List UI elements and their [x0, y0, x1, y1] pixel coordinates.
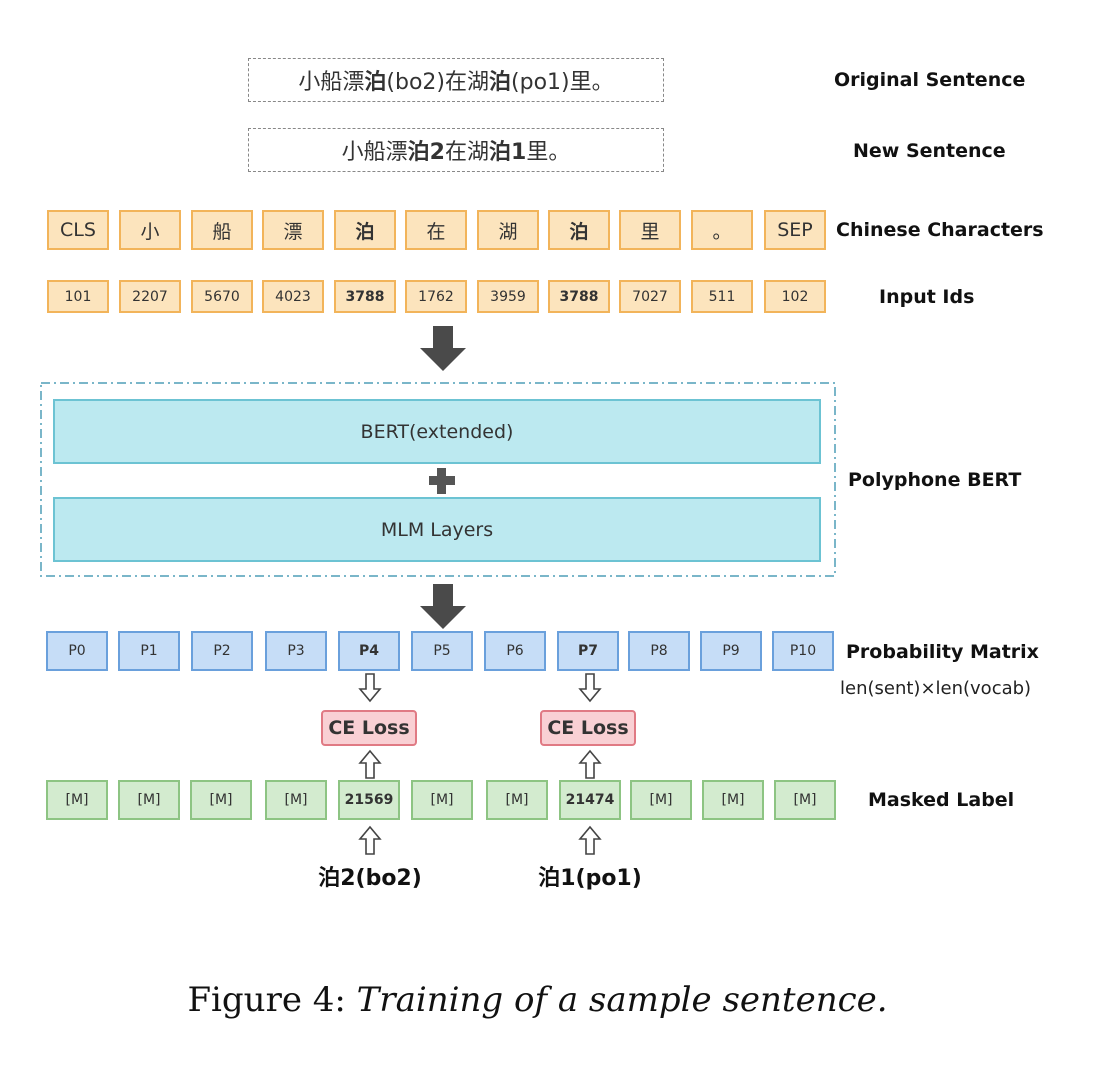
- hollow-up-arrow-icon: [358, 749, 382, 779]
- masked-token-4: 21569: [338, 780, 400, 820]
- input-id-token-9: 511: [691, 280, 753, 313]
- prob-token-4: P4: [338, 631, 400, 671]
- figure-caption: Figure 4: Training of a sample sentence.: [0, 980, 1075, 1020]
- new-sentence-part-2: 泊2: [407, 140, 445, 165]
- caption-text: Training of a sample sentence.: [356, 980, 888, 1020]
- mlm-layers: MLM Layers: [53, 497, 821, 562]
- prob-token-0: P0: [46, 631, 108, 671]
- ce-loss-box-left: CE Loss: [321, 710, 417, 746]
- input-id-token-6: 3959: [477, 280, 539, 313]
- prob-token-1: P1: [118, 631, 180, 671]
- new-sentence-label: New Sentence: [853, 140, 1006, 162]
- caption-prefix: Figure 4:: [187, 980, 346, 1020]
- char-token-1: 小: [119, 210, 181, 250]
- target-label-left: 泊2(bo2): [318, 866, 422, 891]
- new-sentence-part-3: 在湖: [444, 140, 489, 165]
- char-token-2: 船: [191, 210, 253, 250]
- new-sentence-part-4: 泊1: [489, 140, 527, 165]
- masked-token-7: 21474: [559, 780, 621, 820]
- ce-loss-box-right: CE Loss: [540, 710, 636, 746]
- prob-token-10: P10: [772, 631, 834, 671]
- bert-extended-layer: BERT(extended): [53, 399, 821, 464]
- masked-token-5: [M]: [411, 780, 473, 820]
- input-id-token-10: 102: [764, 280, 826, 313]
- masked-token-3: [M]: [265, 780, 327, 820]
- input-id-token-1: 2207: [119, 280, 181, 313]
- char-token-4: 泊: [334, 210, 396, 250]
- hollow-down-arrow-icon: [358, 673, 382, 703]
- hollow-down-arrow-icon: [578, 673, 602, 703]
- prob-token-7: P7: [557, 631, 619, 671]
- input-id-token-7: 3788: [548, 280, 610, 313]
- probability-matrix-label: Probability Matrix: [846, 641, 1039, 663]
- input-id-token-3: 4023: [262, 280, 324, 313]
- prob-token-3: P3: [265, 631, 327, 671]
- original-sentence-part-2: 泊: [364, 70, 387, 95]
- masked-token-2: [M]: [190, 780, 252, 820]
- input-id-token-5: 1762: [405, 280, 467, 313]
- original-sentence-part-4: 泊: [489, 70, 512, 95]
- target-label-right: 泊1(po1): [538, 866, 642, 891]
- hollow-up-arrow-icon: [578, 749, 602, 779]
- input-id-token-2: 5670: [191, 280, 253, 313]
- char-token-10: SEP: [764, 210, 826, 250]
- down-arrow-icon: [420, 584, 466, 629]
- input-id-token-8: 7027: [619, 280, 681, 313]
- input-id-token-4: 3788: [334, 280, 396, 313]
- original-sentence-part-5: (po1)里。: [511, 70, 614, 95]
- masked-token-9: [M]: [702, 780, 764, 820]
- hollow-up-arrow-icon: [358, 825, 382, 855]
- input-ids-label: Input Ids: [879, 286, 975, 308]
- original-sentence-label: Original Sentence: [834, 69, 1026, 91]
- original-sentence-part-1: 小船漂: [298, 70, 365, 95]
- original-sentence-part-3: (bo2)在湖: [386, 70, 489, 95]
- chinese-characters-label: Chinese Characters: [836, 219, 1044, 241]
- masked-token-6: [M]: [486, 780, 548, 820]
- polyphone-bert-label: Polyphone BERT: [848, 469, 1022, 491]
- hollow-up-arrow-icon: [578, 825, 602, 855]
- new-sentence-part-1: 小船漂: [341, 140, 408, 165]
- masked-token-1: [M]: [118, 780, 180, 820]
- prob-token-6: P6: [484, 631, 546, 671]
- masked-label-label: Masked Label: [868, 789, 1015, 811]
- char-token-3: 漂: [262, 210, 324, 250]
- char-token-6: 湖: [477, 210, 539, 250]
- down-arrow-icon: [420, 326, 466, 371]
- char-token-8: 里: [619, 210, 681, 250]
- probability-matrix-sublabel: len(sent)×len(vocab): [840, 678, 1032, 699]
- prob-token-5: P5: [411, 631, 473, 671]
- masked-token-0: [M]: [46, 780, 108, 820]
- masked-token-10: [M]: [774, 780, 836, 820]
- input-id-token-0: 101: [47, 280, 109, 313]
- plus-icon: [429, 468, 455, 494]
- masked-token-8: [M]: [630, 780, 692, 820]
- char-token-7: 泊: [548, 210, 610, 250]
- new-sentence-part-5: 里。: [526, 140, 571, 165]
- original-sentence-box: 小船漂泊(bo2)在湖泊(po1)里。: [248, 58, 664, 102]
- char-token-5: 在: [405, 210, 467, 250]
- char-token-9: 。: [691, 210, 753, 250]
- prob-token-2: P2: [191, 631, 253, 671]
- prob-token-9: P9: [700, 631, 762, 671]
- char-token-0: CLS: [47, 210, 109, 250]
- prob-token-8: P8: [628, 631, 690, 671]
